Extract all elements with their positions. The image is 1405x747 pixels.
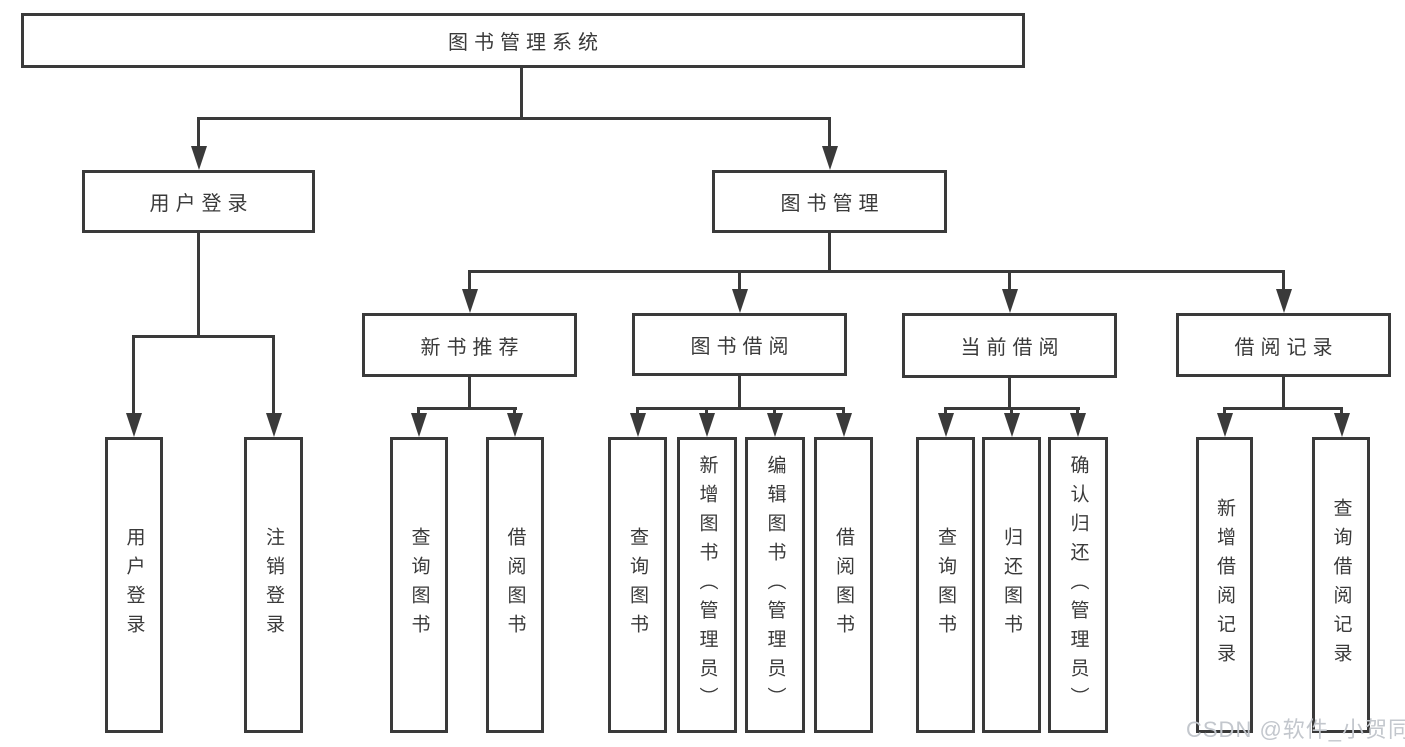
node-current-borrowing: 当前借阅	[902, 313, 1117, 378]
arrow-down-icon	[731, 273, 748, 313]
arrow-down-icon	[1275, 273, 1292, 313]
leaf-recommend-query-books: 查询图书	[390, 437, 448, 733]
leaf-label: 用户登录	[123, 527, 145, 643]
leaf-borrowing-query-books: 查询图书	[608, 437, 667, 733]
leaf-borrowing-borrow-books: 借阅图书	[814, 437, 873, 733]
connector-new-book-bar	[417, 407, 517, 410]
connector-book-borrow-stem	[738, 375, 741, 407]
leaf-label: 新增图书（管理员）	[696, 454, 718, 716]
leaf-label: 查询图书	[627, 527, 648, 643]
leaf-label: 归还图书	[1001, 527, 1022, 643]
node-book-borrowing: 图书借阅	[632, 313, 847, 376]
arrow-down-icon	[629, 410, 646, 437]
arrow-down-icon	[506, 410, 523, 437]
arrow-down-icon	[190, 120, 207, 170]
connector-book-borrow-bar	[636, 407, 845, 410]
leaf-label: 编辑图书（管理员）	[764, 454, 786, 716]
arrow-down-icon	[1216, 410, 1233, 437]
connector-book-management-stem	[828, 233, 831, 270]
connector-user-login-stem	[197, 233, 200, 335]
node-borrowing-records: 借阅记录	[1176, 313, 1391, 377]
leaf-label: 查询图书	[935, 527, 956, 643]
connector-root-bar	[197, 117, 831, 120]
node-new-book-recommend: 新书推荐	[362, 313, 577, 377]
connector-current-borrow-bar	[944, 407, 1080, 410]
leaf-label: 借阅图书	[833, 527, 854, 643]
arrow-down-icon	[835, 410, 852, 437]
node-library-management-system: 图书管理系统	[21, 13, 1025, 68]
arrow-down-icon	[125, 338, 142, 437]
arrow-down-icon	[265, 338, 282, 437]
leaf-label: 查询借阅记录	[1330, 498, 1352, 672]
node-book-management: 图书管理	[712, 170, 947, 233]
arrow-down-icon	[1003, 410, 1020, 437]
leaf-user-login: 用户登录	[105, 437, 163, 733]
arrow-down-icon	[1333, 410, 1350, 437]
leaf-recommend-borrow-books: 借阅图书	[486, 437, 544, 733]
node-user-login: 用户登录	[82, 170, 315, 233]
connector-root-stem	[520, 68, 523, 120]
connector-borrow-records-bar	[1223, 407, 1343, 410]
leaf-current-confirm-return-admin: 确认归还（管理员）	[1048, 437, 1108, 733]
leaf-label: 查询图书	[408, 527, 430, 643]
arrow-down-icon	[698, 410, 715, 437]
leaf-borrowing-edit-books-admin: 编辑图书（管理员）	[745, 437, 805, 733]
leaf-logout: 注销登录	[244, 437, 303, 733]
leaf-records-query-record: 查询借阅记录	[1312, 437, 1370, 733]
csdn-watermark: CSDN @软件_小贺同学	[1186, 717, 1405, 742]
leaf-current-return-books: 归还图书	[982, 437, 1041, 733]
arrow-down-icon	[461, 273, 478, 313]
arrow-down-icon	[937, 410, 954, 437]
arrow-down-icon	[821, 120, 838, 170]
connector-borrow-records-stem	[1282, 375, 1285, 407]
leaf-current-query-books: 查询图书	[916, 437, 975, 733]
connector-user-login-bar	[132, 335, 275, 338]
connector-new-book-stem	[468, 375, 471, 407]
leaf-label: 借阅图书	[504, 527, 526, 643]
leaf-records-add-record: 新增借阅记录	[1196, 437, 1253, 733]
arrow-down-icon	[1001, 273, 1018, 313]
arrow-down-icon	[410, 410, 427, 437]
leaf-label: 注销登录	[263, 527, 284, 643]
connector-book-management-bar	[468, 270, 1285, 273]
leaf-label: 新增借阅记录	[1214, 498, 1235, 672]
leaf-label: 确认归还（管理员）	[1067, 454, 1089, 716]
connector-current-borrow-stem	[1008, 376, 1011, 407]
leaf-borrowing-add-books-admin: 新增图书（管理员）	[677, 437, 737, 733]
arrow-down-icon	[1069, 410, 1086, 437]
arrow-down-icon	[766, 410, 783, 437]
